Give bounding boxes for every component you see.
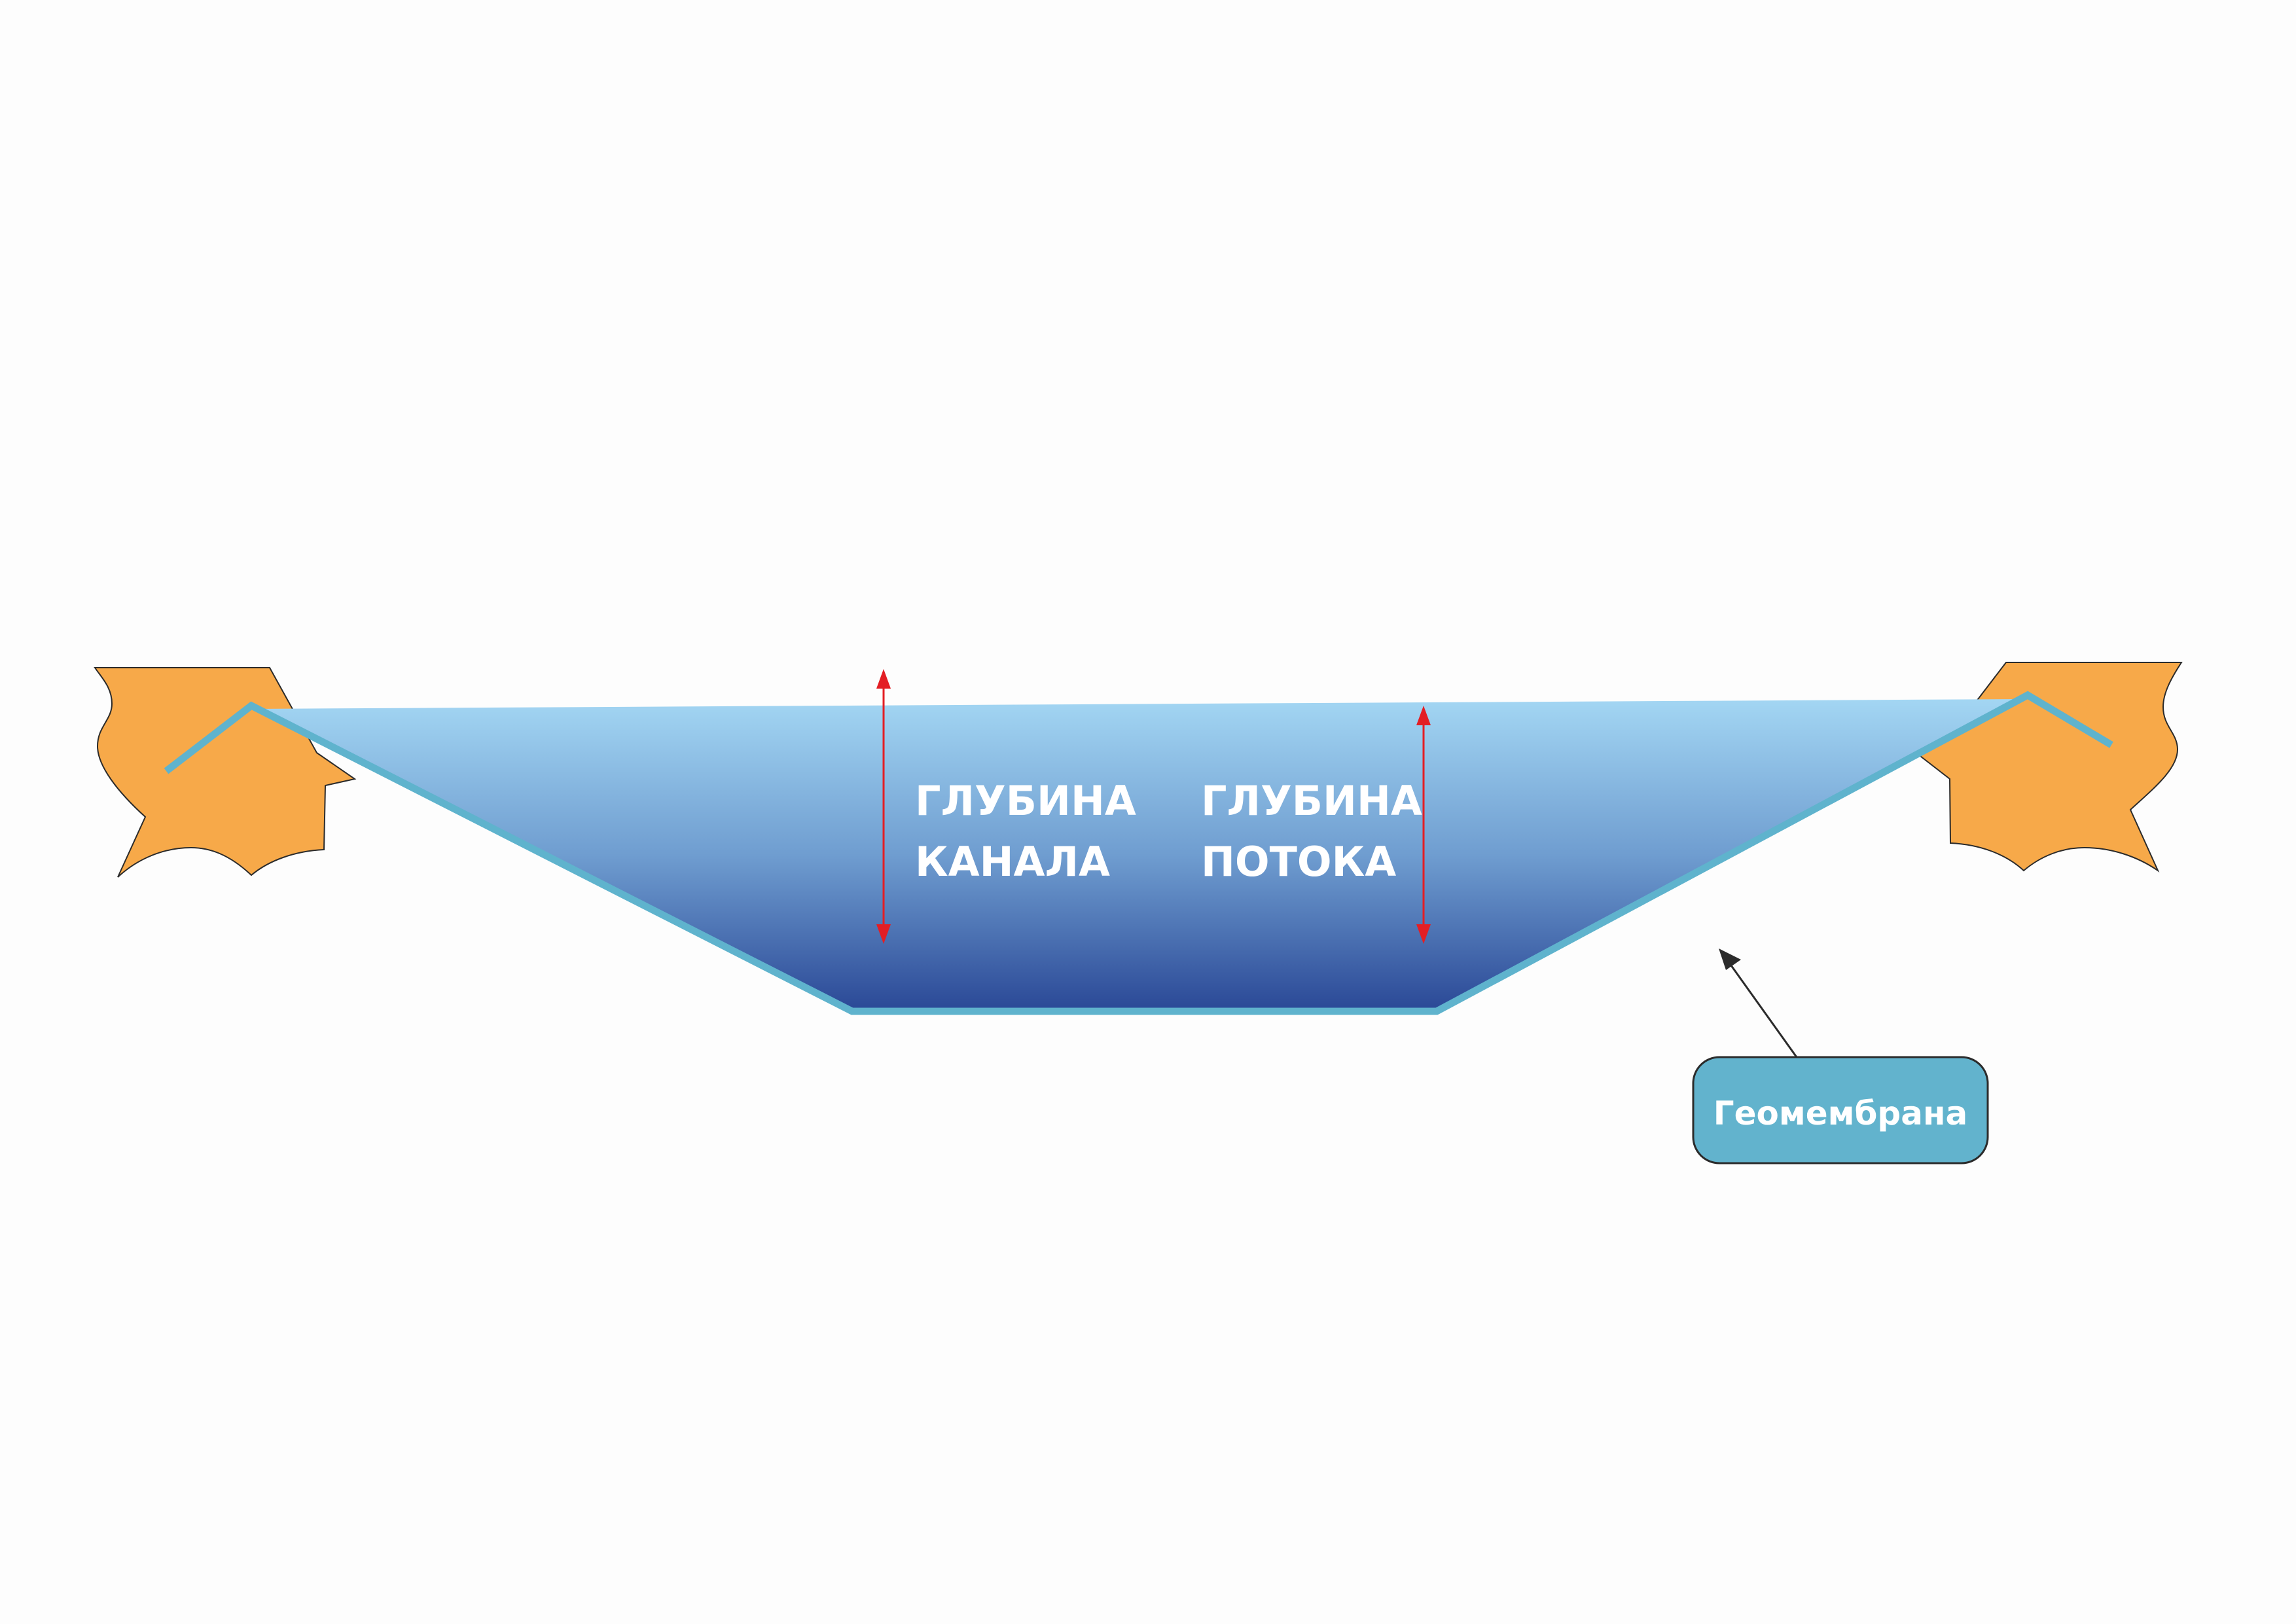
channel-depth-label-line1: ГЛУБИНА (915, 777, 1136, 825)
left-ground-bank (94, 667, 357, 878)
flow-depth-label-line1: ГЛУБИНА (1201, 777, 1422, 825)
right-ground-bank (1916, 662, 2183, 873)
channel-depth-arrow (876, 669, 891, 944)
callout-label: Геомембрана (1713, 1094, 1968, 1132)
geomembrane-callout: Геомембрана (1692, 948, 1989, 1164)
flow-depth-label-line2: ПОТОКА (1201, 838, 1396, 886)
flow-depth-arrow (1416, 706, 1431, 944)
water-body (251, 699, 2020, 1011)
callout-arrow-head (1719, 948, 1741, 970)
channel-depth-label-line2: КАНАЛА (915, 838, 1110, 886)
geomembrane-line (164, 691, 2113, 1015)
